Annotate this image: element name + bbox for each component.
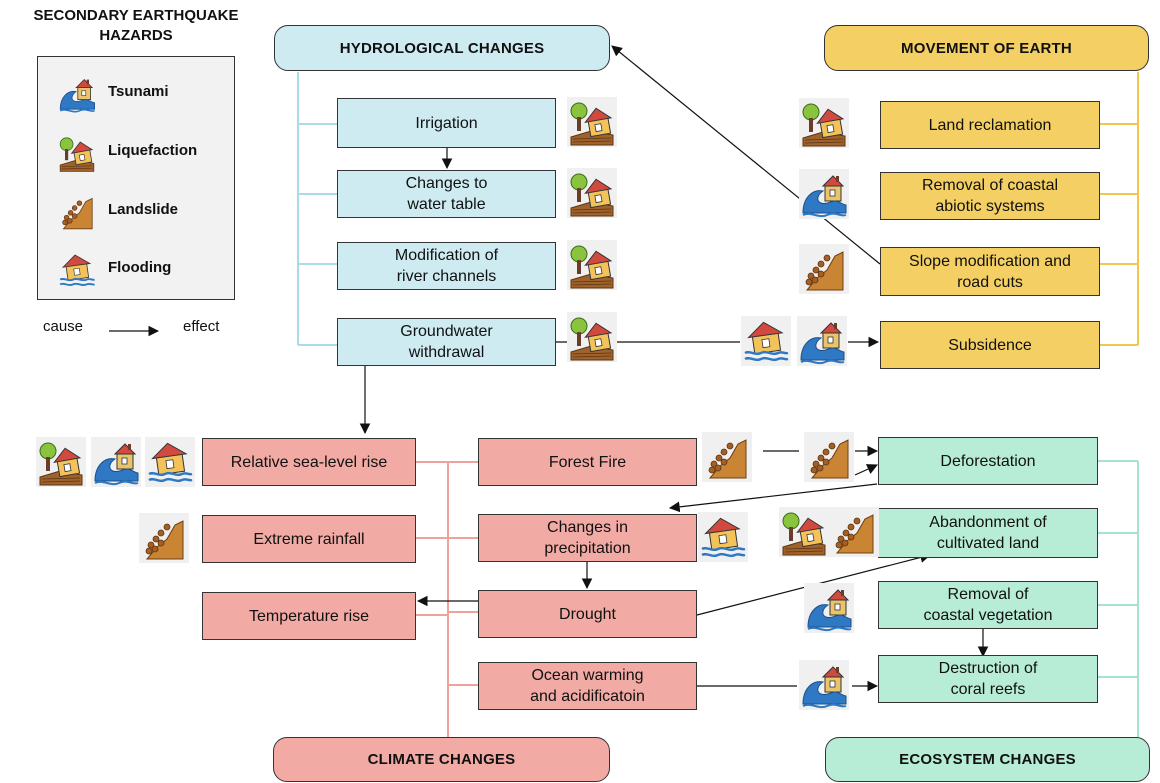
legend-cause-label: cause <box>43 318 84 335</box>
liquefaction-icon <box>799 98 849 148</box>
flooding-icon <box>741 316 791 366</box>
precipitation-box: Changes in precipitation <box>478 514 697 562</box>
ocean-warming-box: Ocean warming and acidificatoin <box>478 662 697 710</box>
legend-title: SECONDARY EARTHQUAKE HAZARDS <box>33 7 239 44</box>
landslide-icon <box>139 513 189 563</box>
movement-bracket <box>1100 72 1139 346</box>
liquefaction-icon <box>36 437 86 487</box>
legend-item-liquefaction: Liquefaction <box>52 133 232 171</box>
tsunami-icon <box>804 583 854 633</box>
cultivated-land-box: Abandonment of cultivated land <box>878 508 1098 558</box>
legend-item-landslide: Landslide <box>52 192 232 230</box>
movement-of-earth-header: MOVEMENT OF EARTH <box>824 25 1149 71</box>
slope-modification-box: Slope modification and road cuts <box>880 247 1100 296</box>
liquefaction-icon <box>567 168 617 218</box>
temperature-rise-box: Temperature rise <box>202 592 416 640</box>
coral-reefs-box: Destruction of coral reefs <box>878 655 1098 703</box>
liquefaction-icon <box>52 133 102 173</box>
groundwater-withdrawal-box: Groundwater withdrawal <box>337 318 556 366</box>
coastal-vegetation-box: Removal of coastal vegetation <box>878 581 1098 629</box>
sea-level-rise-box: Relative sea-level rise <box>202 438 416 486</box>
landslide-icon <box>804 432 854 482</box>
subsidence-box: Subsidence <box>880 321 1100 369</box>
river-channels-box: Modification of river channels <box>337 242 556 290</box>
climate-changes-header: CLIMATE CHANGES <box>273 737 610 782</box>
drought-box: Drought <box>478 590 697 638</box>
tsunami-icon <box>799 660 849 710</box>
liquefaction-icon <box>567 312 617 362</box>
legend-label-liquefaction: Liquefaction <box>108 142 198 159</box>
legend-effect-label: effect <box>183 318 220 335</box>
flooding-icon <box>52 250 102 290</box>
extreme-rainfall-box: Extreme rainfall <box>202 515 416 563</box>
hydrological-changes-header: HYDROLOGICAL CHANGES <box>274 25 610 71</box>
legend-item-tsunami: Tsunami <box>52 74 232 112</box>
legend-item-flooding: Flooding <box>52 250 232 288</box>
liquefaction-icon <box>779 507 829 557</box>
deforestation-box: Deforestation <box>878 437 1098 485</box>
tsunami-icon <box>797 316 847 366</box>
tsunami-icon <box>52 74 102 114</box>
tsunami-icon <box>91 437 141 487</box>
legend-panel: Tsunami Liquefaction Landslide Flooding <box>37 56 235 300</box>
legend-label-tsunami: Tsunami <box>108 83 169 100</box>
land-reclamation-box: Land reclamation <box>880 101 1100 149</box>
landslide-icon <box>702 432 752 482</box>
liquefaction-icon <box>567 97 617 147</box>
hydrological-bracket <box>297 72 337 346</box>
flooding-icon <box>145 437 195 487</box>
landslide-icon <box>829 507 879 557</box>
legend-label-flooding: Flooding <box>108 259 172 276</box>
irrigation-box: Irrigation <box>337 98 556 148</box>
landslide-icon <box>799 244 849 294</box>
forest-fire-box: Forest Fire <box>478 438 697 486</box>
landslide-icon <box>52 192 102 232</box>
water-table-box: Changes to water table <box>337 170 556 218</box>
liquefaction-icon <box>567 240 617 290</box>
ecosystem-bracket <box>1098 460 1139 740</box>
coastal-abiotic-box: Removal of coastal abiotic systems <box>880 172 1100 220</box>
legend-label-landslide: Landslide <box>108 201 179 218</box>
ecosystem-changes-header: ECOSYSTEM CHANGES <box>825 737 1150 782</box>
tsunami-icon <box>799 169 849 219</box>
flooding-icon <box>698 512 748 562</box>
